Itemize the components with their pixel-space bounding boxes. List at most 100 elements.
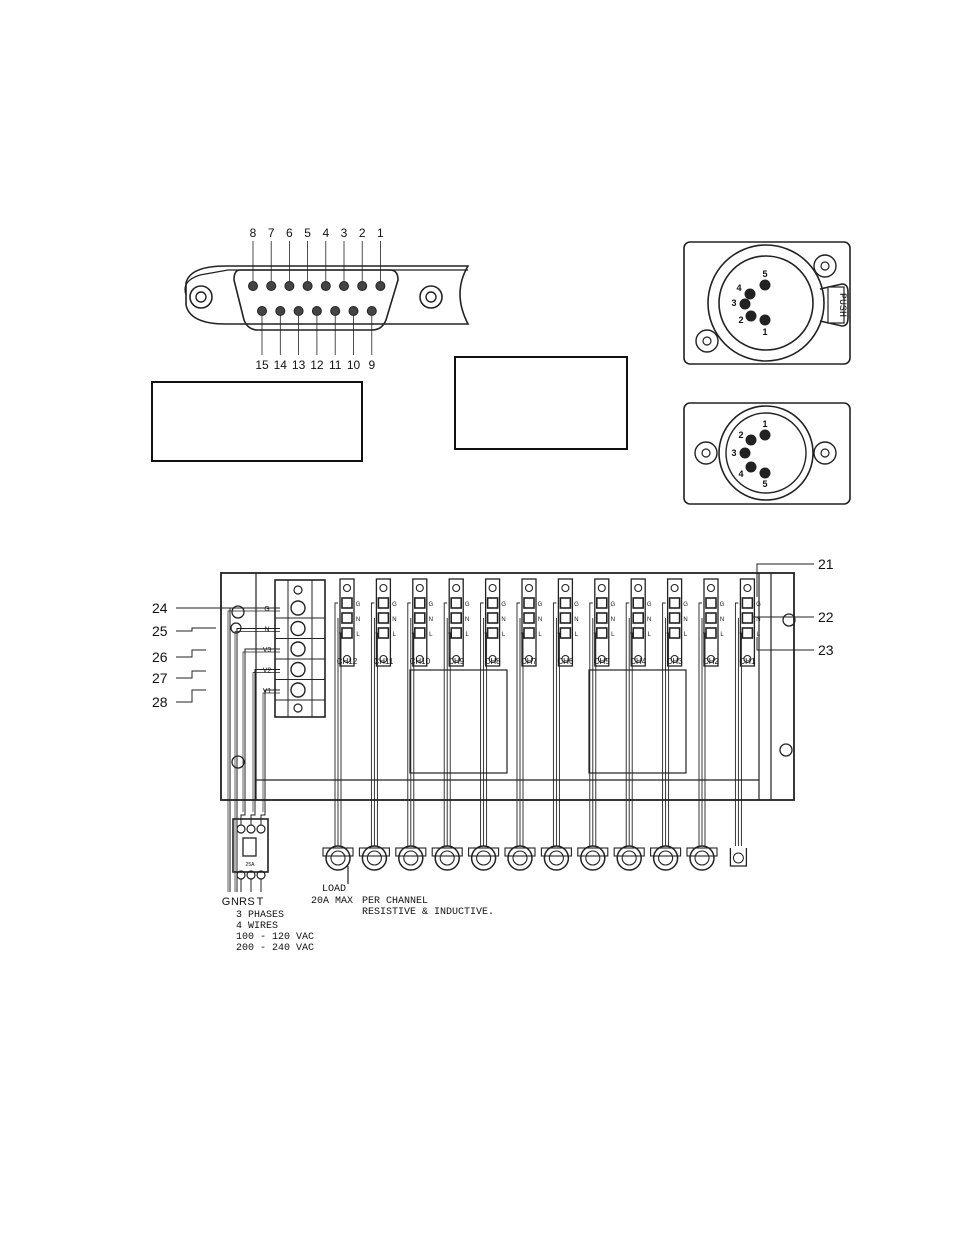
channel-terminal-n: N bbox=[647, 617, 651, 623]
callout-27: 27 bbox=[152, 670, 168, 686]
input-terminal-label-v1: V1 bbox=[263, 688, 272, 695]
channel-terminal-l: L bbox=[466, 632, 470, 638]
channel-terminal-g: G bbox=[538, 602, 543, 608]
channel-terminal-n: N bbox=[720, 617, 724, 623]
xlr-pinout-box bbox=[454, 356, 628, 450]
channel-terminal-l: L bbox=[538, 632, 542, 638]
channel-ch10: G N L CH10 bbox=[395, 578, 433, 871]
channel-terminal-l: L bbox=[611, 632, 615, 638]
channel-terminal-g: G bbox=[574, 602, 579, 608]
channel-terminal-g: G bbox=[356, 602, 361, 608]
channel-terminal-l: L bbox=[393, 632, 397, 638]
channel-terminal-g: G bbox=[683, 602, 688, 608]
dsub-pin-label-3: 3 bbox=[341, 226, 348, 240]
xlr-female-pin-label-3: 3 bbox=[731, 298, 736, 308]
channel-label: CH12 bbox=[337, 657, 358, 666]
channel-terminal-n: N bbox=[392, 617, 396, 623]
channel-outlet bbox=[689, 845, 715, 871]
dsub-pin-label-15: 15 bbox=[255, 358, 269, 372]
dsub-pin-label-8: 8 bbox=[250, 226, 257, 240]
channel-terminal-n: N bbox=[538, 617, 542, 623]
channel-label: CH8 bbox=[485, 657, 502, 666]
power-wire-r: R bbox=[239, 896, 247, 908]
power-wire-n: N bbox=[231, 896, 239, 908]
channel-outlet bbox=[325, 845, 351, 871]
xlr-male-pin-label-2: 2 bbox=[738, 430, 743, 440]
channel-terminal-g: G bbox=[756, 602, 761, 608]
xlr-male-pin-3 bbox=[739, 447, 751, 459]
power-wire-g: G bbox=[222, 896, 231, 908]
xlr-female-pin-label-5: 5 bbox=[762, 269, 767, 279]
load-note-type: RESISTIVE & INDUCTIVE. bbox=[362, 907, 494, 918]
channel-outputs: GNLCH12GNLCH11GNLCH10GNLCH9GNLCH8GNLCH7G… bbox=[322, 578, 761, 871]
power-note-line-1: 3 PHASES bbox=[236, 910, 284, 921]
channel-terminal-g: G bbox=[392, 602, 397, 608]
dsub-pin-4 bbox=[320, 281, 331, 291]
dsub-pinout-box bbox=[151, 381, 363, 462]
channel-terminal-n: N bbox=[756, 617, 760, 623]
xlr-female-pin-label-1: 1 bbox=[762, 327, 767, 337]
dsub-pin-label-13: 13 bbox=[292, 358, 306, 372]
dsub-pin-5 bbox=[302, 281, 313, 291]
input-terminal-label-v2: V2 bbox=[263, 668, 272, 675]
dsub-pin-label-10: 10 bbox=[347, 358, 361, 372]
load-note-per-channel: PER CHANNEL bbox=[362, 896, 428, 907]
callout-23: 23 bbox=[818, 642, 834, 658]
channel-terminal-n: N bbox=[501, 617, 505, 623]
channel-label: CH10 bbox=[410, 657, 431, 666]
channel-terminal-n: N bbox=[683, 617, 687, 623]
channel-label: CH6 bbox=[557, 657, 574, 666]
callout-26: 26 bbox=[152, 649, 168, 665]
channel-label: CH5 bbox=[594, 657, 611, 666]
xlr-male-pin-label-5: 5 bbox=[762, 479, 767, 489]
channel-terminal-l: L bbox=[502, 632, 506, 638]
channel-terminal-n: N bbox=[429, 617, 433, 623]
xlr-female-pin-label-2: 2 bbox=[738, 315, 743, 325]
callout-21: 21 bbox=[818, 556, 834, 572]
xlr-male-pin-4 bbox=[745, 461, 757, 473]
xlr-male-pin-2 bbox=[745, 434, 757, 446]
input-wiring bbox=[227, 607, 280, 892]
load-note-max: 20A MAX bbox=[311, 896, 353, 907]
channel-ch5: G N L CH5 bbox=[577, 578, 615, 871]
channel-terminal-l: L bbox=[429, 632, 433, 638]
channel-terminal-l: L bbox=[575, 632, 579, 638]
xlr-female-pin-4 bbox=[744, 288, 756, 300]
dsub-pin-6 bbox=[284, 281, 295, 291]
channel-label: CH11 bbox=[373, 657, 393, 666]
power-note-line-2: 4 WIRES bbox=[236, 921, 278, 932]
channel-terminal-n: N bbox=[611, 617, 615, 623]
dsub-pin-15 bbox=[257, 306, 267, 316]
input-terminal-label-n: N bbox=[264, 627, 269, 634]
dsub-pin-label-12: 12 bbox=[310, 358, 324, 372]
channel-label: CH7 bbox=[521, 657, 538, 666]
dsub-pin-12 bbox=[311, 306, 322, 316]
channel-label: CH3 bbox=[667, 657, 684, 666]
dsub-pin-label-9: 9 bbox=[368, 358, 375, 372]
channel-outlet bbox=[580, 845, 606, 871]
push-latch bbox=[827, 286, 845, 324]
xlr-female-pin-2 bbox=[745, 310, 757, 322]
channel-outlet bbox=[616, 845, 642, 871]
input-terminal-label-g: G bbox=[264, 606, 269, 613]
channel-label: CH9 bbox=[448, 657, 465, 666]
power-note-line-3: 100 - 120 VAC bbox=[236, 932, 314, 943]
channel-ch7: G N L CH7 bbox=[504, 578, 543, 871]
channel-outlet bbox=[434, 845, 460, 871]
channel-terminal-l: L bbox=[648, 632, 652, 638]
dsub-pin-label-2: 2 bbox=[359, 226, 366, 240]
channel-ch6: G N L CH6 bbox=[540, 578, 579, 871]
channel-ch3: G N L CH3 bbox=[650, 578, 688, 871]
dsub-pin-1 bbox=[375, 281, 386, 291]
channel-label: CH4 bbox=[630, 657, 647, 666]
dsub-pin-label-5: 5 bbox=[304, 226, 311, 240]
callout-24: 24 bbox=[152, 600, 168, 616]
